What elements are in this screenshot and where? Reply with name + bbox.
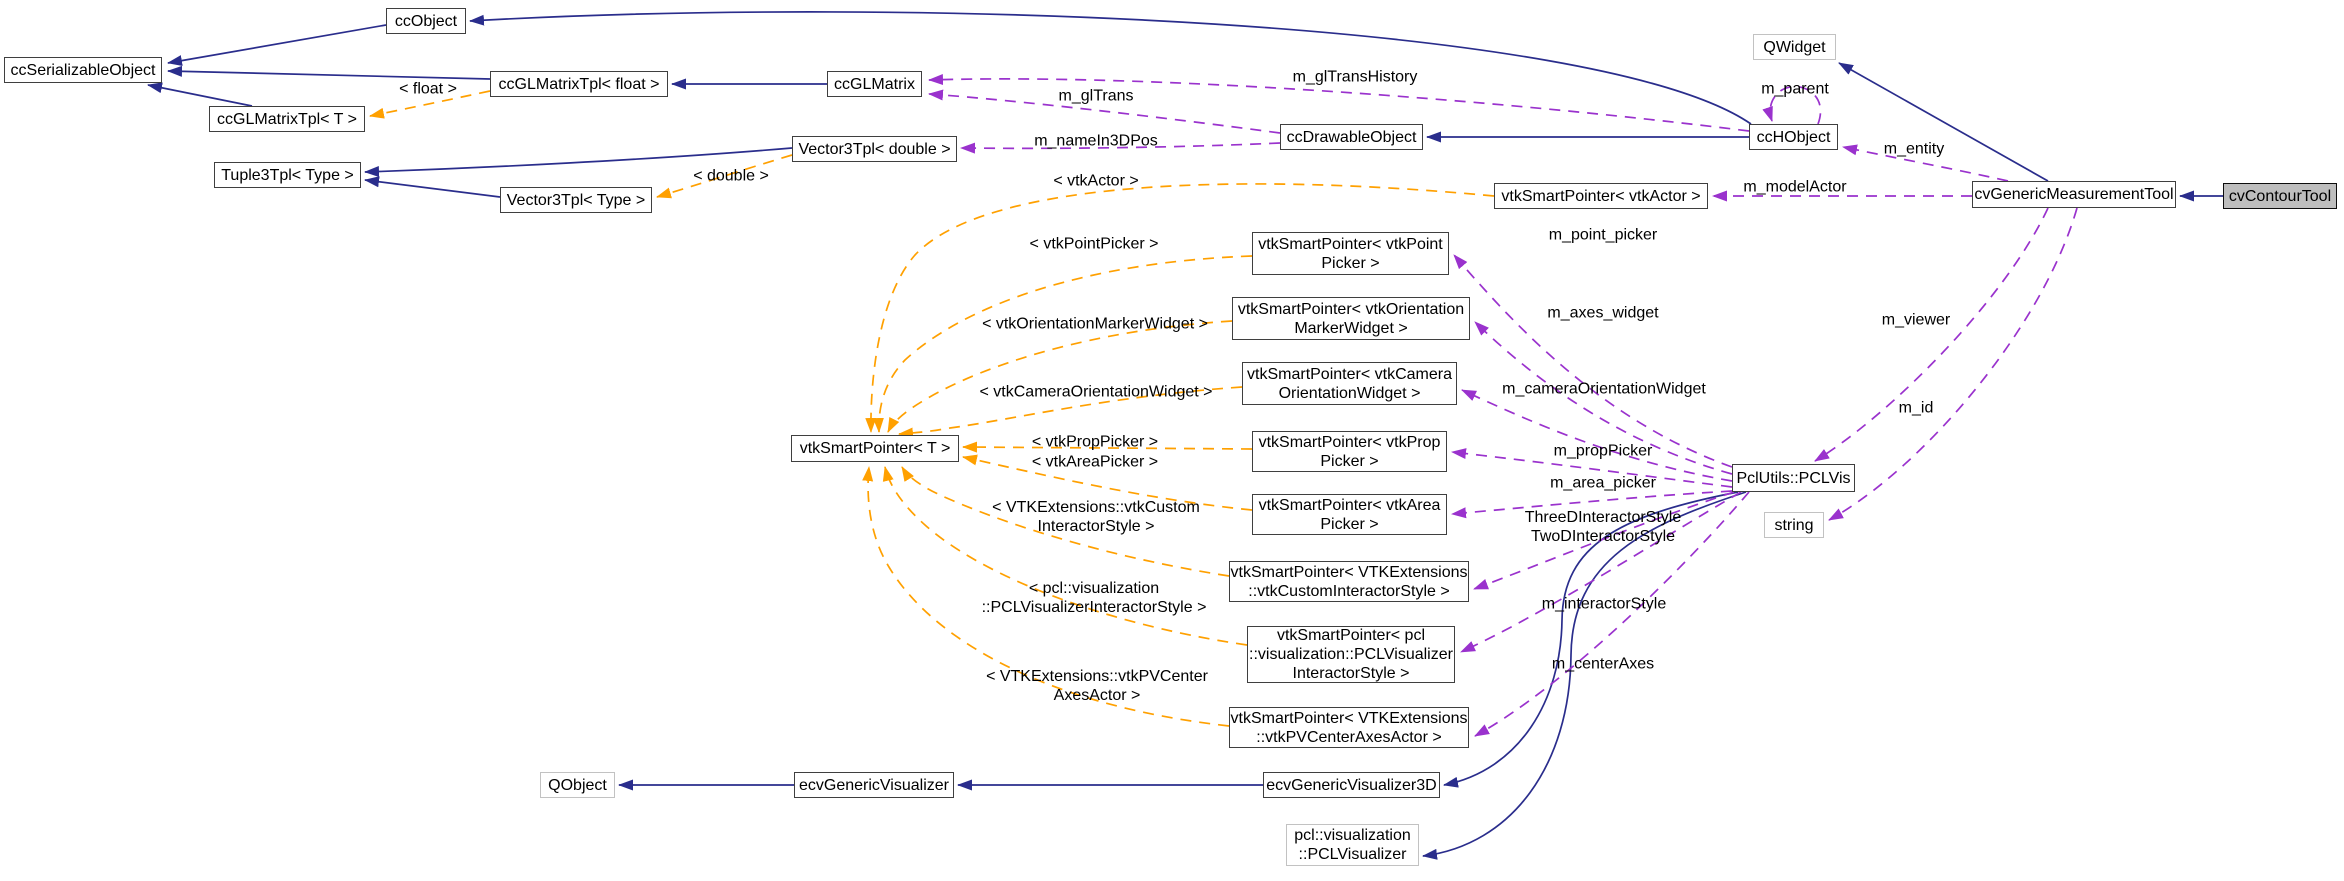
- edge-m-parent-selfloop: [1762, 85, 1822, 125]
- class-node-sp-vtk-prop-picker[interactable]: vtkSmartPointer< vtkProp Picker >: [1252, 431, 1447, 472]
- class-node-cc-gl-matrix-tpl-float[interactable]: ccGLMatrixTpl< float >: [490, 71, 668, 97]
- class-node-qobject: QObject: [540, 772, 615, 798]
- edge-m-centeraxes: [1474, 491, 1750, 737]
- label-m-modelactor: m_modelActor: [1743, 178, 1847, 196]
- edge-tpl-vtkcameraorientationwidget: [898, 386, 1243, 439]
- edge-m-interactorstyle: [1460, 491, 1742, 653]
- class-node-sp-vtk-custom-interactor[interactable]: vtkSmartPointer< VTKExtensions ::vtkCust…: [1229, 561, 1469, 602]
- label-tpl-vtkcustom: < VTKExtensions::vtkCustom InteractorSty…: [992, 499, 1200, 535]
- edge-cvgmt-to-qwidget: [1838, 62, 2049, 182]
- edge-vector3tpltype-to-tuple3tpl: [364, 176, 501, 198]
- class-node-sp-pv-center-axes[interactable]: vtkSmartPointer< VTKExtensions ::vtkPVCe…: [1229, 707, 1469, 748]
- class-node-ecv-generic-visualizer[interactable]: ecvGenericVisualizer: [794, 772, 954, 798]
- edge-ccglmatrixtplfloat-to-ccserializable: [167, 65, 491, 80]
- edge-tpl-vtkpointpicker: [872, 255, 1253, 433]
- label-tpl-cameraorientation: < vtkCameraOrientationWidget >: [979, 383, 1213, 401]
- edge-pclvis-to-ecvgv3d: [1443, 491, 1739, 788]
- edge-tpl-vtkcustominteractorstyle: [901, 466, 1230, 577]
- class-node-sp-vtk-orientation-marker[interactable]: vtkSmartPointer< vtkOrientation MarkerWi…: [1232, 297, 1470, 340]
- label-tpl-vtkareapicker: < vtkAreaPicker >: [1031, 453, 1159, 471]
- class-node-sp-vtk-point-picker[interactable]: vtkSmartPointer< vtkPoint Picker >: [1252, 232, 1449, 275]
- label-tpl-vtkproppicker: < vtkPropPicker >: [1031, 433, 1159, 451]
- class-node-sp-pcl-visualizer-style[interactable]: vtkSmartPointer< pcl ::visualization::PC…: [1247, 626, 1455, 683]
- edge-m-id: [1828, 207, 2078, 521]
- label-m-proppicker: m_propPicker: [1553, 442, 1653, 460]
- label-m-axes-widget: m_axes_widget: [1547, 304, 1659, 322]
- edge-pclvis-to-pclvisualizer: [1422, 491, 1747, 860]
- label-tpl-vtkactor: < vtkActor >: [1053, 172, 1139, 190]
- label-m-centeraxes: m_centerAxes: [1551, 655, 1655, 673]
- label-tpl-pvcenteraxes: < VTKExtensions::vtkPVCenter AxesActor >: [986, 668, 1208, 704]
- edge-ccglmatrixtplt-to-ccserializable: [147, 82, 253, 107]
- label-tpl-float: < float >: [399, 80, 457, 98]
- label-m-point-picker: m_point_picker: [1548, 226, 1658, 244]
- class-node-pcl-visualization-visualizer: pcl::visualization ::PCLVisualizer: [1286, 824, 1419, 866]
- class-node-cv-contour-tool: cvContourTool: [2223, 183, 2337, 209]
- label-m-id: m_id: [1898, 399, 1934, 417]
- class-node-sp-t[interactable]: vtkSmartPointer< T >: [791, 435, 959, 462]
- edge-tpl-pclvisualizerinteractorstyle: [882, 466, 1248, 646]
- edge-m-gltrans: [928, 89, 1281, 134]
- class-node-tuple3tpl-type[interactable]: Tuple3Tpl< Type >: [214, 162, 361, 188]
- edge-tpl-vtkareapicker: [962, 454, 1253, 511]
- edge-m-gltranshistory: [928, 74, 1750, 132]
- edge-cchobject-to-ccobject: [469, 11, 1752, 125]
- class-node-sp-vtk-actor[interactable]: vtkSmartPointer< vtkActor >: [1494, 183, 1708, 209]
- class-node-cc-gl-matrix[interactable]: ccGLMatrix: [827, 71, 922, 97]
- label-threed-twod: ThreeDInteractorStyle TwoDInteractorStyl…: [1524, 509, 1682, 545]
- edge-m-area-picker: [1451, 490, 1733, 519]
- label-tpl-double: < double >: [693, 167, 769, 185]
- class-node-cv-generic-measurement-tool[interactable]: cvGenericMeasurementTool: [1972, 181, 2176, 208]
- edge-m-camera-orientation-widget: [1461, 389, 1733, 482]
- class-node-cc-object[interactable]: ccObject: [386, 8, 466, 34]
- label-tpl-pclvisstyle: < pcl::visualization ::PCLVisualizerInte…: [981, 580, 1207, 616]
- edge-tpl-pvcenteraxesactor: [862, 466, 1230, 727]
- edge-tpl-float: [369, 90, 491, 119]
- label-tpl-vtkpointpicker: < vtkPointPicker >: [1029, 235, 1159, 253]
- edge-m-namein3dpos: [960, 142, 1281, 154]
- edge-m-viewer: [1814, 207, 2049, 462]
- label-m-gltranshistory: m_glTransHistory: [1292, 68, 1418, 86]
- class-node-string: string: [1764, 512, 1824, 538]
- label-m-viewer: m_viewer: [1881, 311, 1951, 329]
- label-m-interactorstyle: m_interactorStyle: [1541, 595, 1667, 613]
- edge-tpl-vtkproppicker: [962, 441, 1253, 453]
- edge-m-proppicker: [1451, 448, 1733, 488]
- class-node-sp-vtk-camera-orientation[interactable]: vtkSmartPointer< vtkCamera OrientationWi…: [1242, 362, 1457, 405]
- class-node-cc-drawable-object[interactable]: ccDrawableObject: [1280, 124, 1423, 150]
- edge-m-axes-widget: [1474, 321, 1733, 475]
- edge-tpl-vtkorientationmarkerwidget: [887, 320, 1233, 433]
- class-node-cc-h-object[interactable]: ccHObject: [1749, 124, 1838, 150]
- class-node-cc-gl-matrix-tpl-t[interactable]: ccGLMatrixTpl< T >: [209, 106, 365, 132]
- label-m-cameraorientation: m_cameraOrientationWidget: [1502, 380, 1706, 398]
- label-m-namein3dpos: m_nameIn3DPos: [1034, 132, 1158, 150]
- label-m-parent: m_parent: [1761, 80, 1829, 98]
- class-node-qwidget: QWidget: [1753, 34, 1836, 60]
- label-tpl-orientationmarker: < vtkOrientationMarkerWidget >: [982, 315, 1208, 333]
- label-m-gltrans: m_glTrans: [1058, 87, 1134, 105]
- class-node-sp-vtk-area-picker[interactable]: vtkSmartPointer< vtkArea Picker >: [1252, 494, 1447, 535]
- class-node-pclutils-pclvis[interactable]: PclUtils::PCLVis: [1732, 464, 1855, 492]
- class-node-vector3tpl-double[interactable]: Vector3Tpl< double >: [792, 136, 957, 162]
- class-node-vector3tpl-type[interactable]: Vector3Tpl< Type >: [500, 187, 652, 213]
- class-node-ecv-generic-visualizer-3d[interactable]: ecvGenericVisualizer3D: [1263, 772, 1440, 798]
- label-m-entity: m_entity: [1883, 140, 1945, 158]
- edge-m-entity: [1842, 144, 2009, 182]
- label-m-area-picker: m_area_picker: [1550, 474, 1656, 492]
- edge-m-point-picker: [1453, 254, 1733, 468]
- edge-ccobject-to-ccserializable: [167, 24, 387, 67]
- edge-vector3tpldouble-to-tuple3tpl: [364, 147, 793, 178]
- class-node-cc-serializable-object[interactable]: ccSerializableObject: [4, 57, 162, 83]
